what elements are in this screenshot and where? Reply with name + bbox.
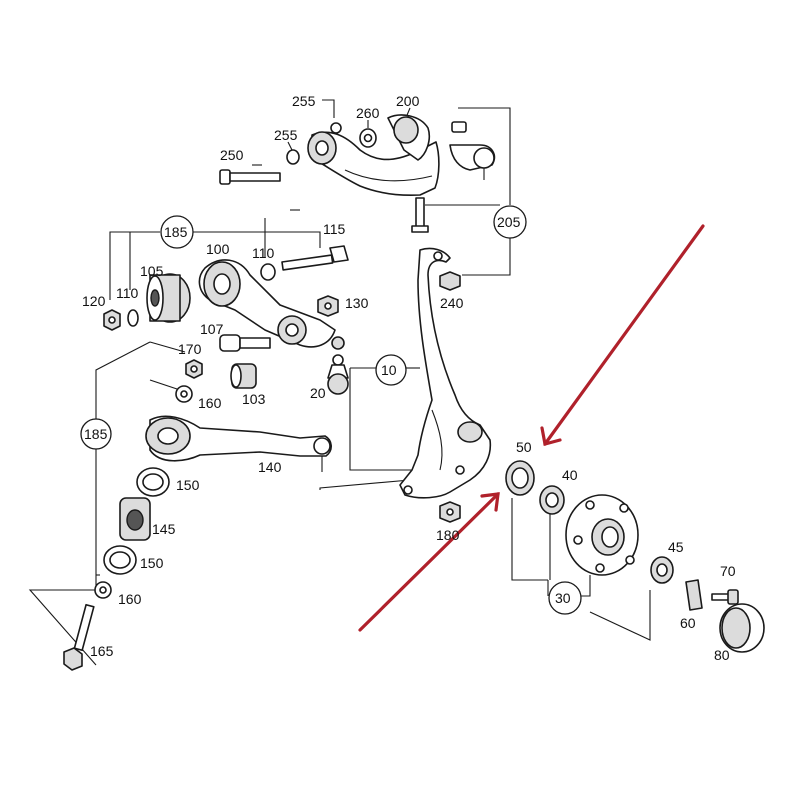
link-107 bbox=[219, 334, 345, 352]
upper-control-arm-200 bbox=[307, 114, 440, 197]
label-200: 200 bbox=[396, 93, 420, 109]
label-130: 130 bbox=[345, 295, 369, 311]
bearing-40 bbox=[539, 485, 565, 515]
label-185-left: 185 bbox=[84, 426, 108, 442]
bolt-115 bbox=[260, 245, 349, 281]
steering-knuckle-10 bbox=[399, 247, 492, 499]
highlight-arrows bbox=[358, 224, 705, 632]
label-105: 105 bbox=[140, 263, 164, 279]
dust-cap-80 bbox=[719, 603, 765, 653]
label-115: 115 bbox=[323, 221, 346, 237]
upper-hardware bbox=[219, 121, 496, 233]
label-140: 140 bbox=[258, 459, 282, 475]
lower-control-arm-100 bbox=[198, 259, 336, 348]
nut-170 bbox=[185, 359, 203, 379]
bushing-103 bbox=[230, 363, 257, 389]
nut-120-washer-110 bbox=[103, 309, 139, 331]
label-100: 100 bbox=[206, 241, 230, 257]
tension-strut-140 bbox=[145, 415, 332, 472]
label-120: 120 bbox=[82, 293, 106, 309]
label-50: 50 bbox=[516, 439, 532, 455]
callout-bubbles bbox=[80, 205, 582, 615]
label-260: 260 bbox=[356, 105, 380, 121]
label-150-lower: 150 bbox=[140, 555, 164, 571]
label-107: 107 bbox=[200, 321, 224, 337]
bubble-10 bbox=[375, 354, 407, 386]
clamp-nut-60 bbox=[685, 579, 703, 611]
bushing-105 bbox=[146, 273, 191, 323]
label-170: 170 bbox=[178, 341, 202, 357]
bolt-165 bbox=[63, 603, 95, 671]
label-70: 70 bbox=[720, 563, 736, 579]
washer-160-lower bbox=[94, 581, 112, 599]
bubble-205 bbox=[493, 205, 527, 239]
seal-50 bbox=[505, 460, 535, 496]
label-150-upper: 150 bbox=[176, 477, 200, 493]
label-145: 145 bbox=[152, 521, 176, 537]
label-160-upper: 160 bbox=[198, 395, 222, 411]
label-160-lower: 160 bbox=[118, 591, 142, 607]
part-number-labels: 255 260 200 255 250 185 115 205 100 110 … bbox=[82, 93, 736, 663]
leader-lines bbox=[28, 99, 651, 666]
label-205: 205 bbox=[497, 214, 521, 230]
bushing-150-lower bbox=[103, 545, 137, 575]
ball-joint-20 bbox=[327, 354, 349, 395]
nut-240 bbox=[439, 271, 461, 291]
bubble-185-top bbox=[160, 215, 194, 249]
label-40: 40 bbox=[562, 467, 578, 483]
label-110-left: 110 bbox=[116, 285, 139, 301]
label-80: 80 bbox=[714, 647, 730, 663]
bearing-45 bbox=[650, 556, 674, 584]
label-255-top: 255 bbox=[292, 93, 316, 109]
wheel-hub-30 bbox=[565, 494, 639, 576]
washer-160-upper bbox=[175, 385, 193, 403]
label-255-mid: 255 bbox=[274, 127, 298, 143]
bubble-185-left bbox=[80, 418, 112, 450]
label-110-top: 110 bbox=[252, 245, 275, 261]
screw-70 bbox=[711, 589, 739, 605]
label-60: 60 bbox=[680, 615, 696, 631]
label-185-top: 185 bbox=[164, 224, 188, 240]
label-45: 45 bbox=[668, 539, 684, 555]
label-165: 165 bbox=[90, 643, 114, 659]
bushing-150-upper bbox=[136, 467, 170, 497]
label-180: 180 bbox=[436, 527, 460, 543]
nut-180 bbox=[439, 501, 461, 523]
label-240: 240 bbox=[440, 295, 464, 311]
label-30: 30 bbox=[555, 590, 571, 606]
label-103: 103 bbox=[242, 391, 266, 407]
nut-130 bbox=[317, 295, 339, 317]
label-10: 10 bbox=[381, 362, 397, 378]
bubble-30 bbox=[548, 581, 582, 615]
label-20: 20 bbox=[310, 385, 326, 401]
bushing-145 bbox=[119, 497, 151, 541]
label-250: 250 bbox=[220, 147, 244, 163]
